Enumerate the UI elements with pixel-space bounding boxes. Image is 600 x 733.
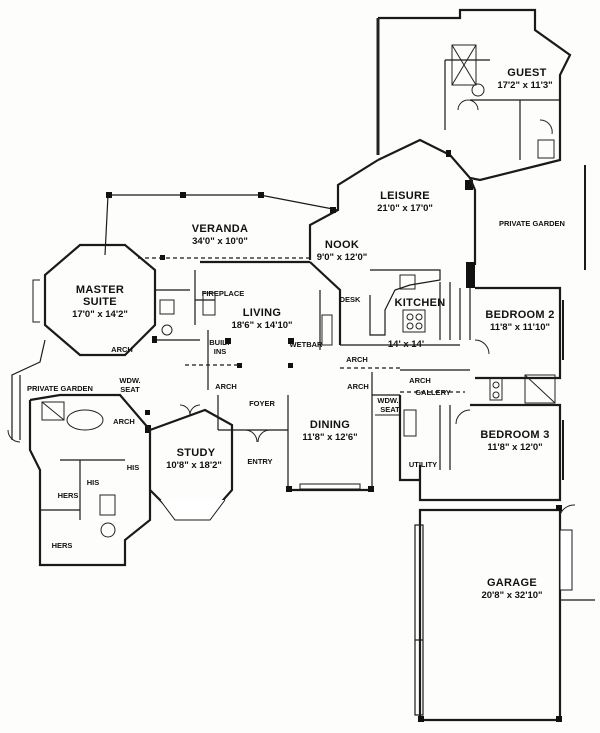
guest-dimensions: 17'2" x 11'3"	[497, 80, 552, 91]
dining-dimensions: 11'8" x 12'6"	[302, 432, 357, 443]
arch-living-label: ARCH	[215, 382, 237, 391]
bedroom2-label: BEDROOM 2	[485, 309, 554, 321]
fireplace-label: FIREPLACE	[202, 289, 245, 298]
arch-nook-label: ARCH	[346, 355, 368, 364]
living-dimensions: 18'6" x 14'10"	[231, 320, 292, 331]
garage-walls	[414, 504, 595, 722]
entry-label: ENTRY	[247, 457, 272, 466]
nook-label: NOOK	[325, 239, 359, 251]
wdw-seat-right-line1: WDW.	[377, 396, 398, 405]
gallery-walls	[371, 369, 470, 490]
kitchen-dimensions: 14' x 14'	[388, 339, 424, 350]
dining-label: DINING	[310, 419, 350, 431]
built-ins-label-line1: BUILT	[209, 338, 231, 347]
wdw-seat-left-line1: WDW.	[119, 376, 140, 385]
wdw-seat-left-line2: SEAT	[120, 385, 140, 394]
study-walls	[145, 404, 234, 521]
study-dimensions: 10'8" x 18'2"	[166, 460, 222, 471]
wetbar-label: WETBAR	[290, 340, 323, 349]
guest-suite-walls	[377, 8, 572, 190]
leisure-label: LEISURE	[380, 190, 430, 202]
bedroom2-walls	[459, 286, 564, 404]
leisure-walls	[308, 18, 586, 270]
his-label-2: HIS	[87, 478, 100, 487]
kitchen-walls	[309, 261, 475, 369]
leisure-dimensions: 21'0" x 17'0"	[377, 203, 433, 214]
gallery-label: GALLERY	[415, 388, 451, 397]
master-label-line1: MASTER	[76, 284, 124, 296]
kitchen-label: KITCHEN	[395, 297, 446, 309]
garage-dimensions: 20'8" x 32'10"	[481, 590, 542, 601]
arch-dining-label: ARCH	[347, 382, 369, 391]
foyer-label: FOYER	[249, 399, 275, 408]
bedroom2-dimensions: 11'8" x 11'10"	[490, 322, 550, 333]
veranda-label: VERANDA	[192, 223, 249, 235]
hers-label-1: HERS	[58, 491, 79, 500]
hers-label-2: HERS	[52, 541, 73, 550]
desk-label: DESK	[340, 295, 361, 304]
master-suite-walls	[32, 243, 200, 357]
nook-dimensions: 9'0" x 12'0"	[317, 252, 368, 263]
built-ins-label-line2: INS	[214, 347, 227, 356]
guest-label: GUEST	[507, 67, 546, 79]
garage-label: GARAGE	[487, 577, 537, 589]
veranda-dimensions: 34'0" x 10'0"	[192, 236, 248, 247]
private-garden-right-label: PRIVATE GARDEN	[499, 219, 565, 228]
wdw-seat-right-line2: SEAT	[380, 405, 400, 414]
arch-gallery-label: ARCH	[409, 376, 431, 385]
his-label-1: HIS	[127, 463, 140, 472]
utility-label: UTILITY	[409, 460, 437, 469]
study-label: STUDY	[177, 447, 216, 459]
living-label: LIVING	[243, 307, 281, 319]
bedroom3-label: BEDROOM 3	[480, 429, 549, 441]
arch-master-label: ARCH	[111, 345, 133, 354]
veranda-walls	[104, 192, 339, 260]
arch-bath-label: ARCH	[113, 417, 135, 426]
master-bath-walls	[7, 339, 152, 567]
bedroom3-walls	[418, 403, 564, 502]
bedroom3-dimensions: 11'8" x 12'0"	[487, 442, 542, 453]
master-label-line2: SUITE	[83, 296, 117, 308]
master-dimensions: 17'0" x 14'2"	[72, 309, 128, 320]
private-garden-left-label: PRIVATE GARDEN	[27, 384, 93, 393]
dining-walls	[286, 483, 374, 492]
living-walls	[185, 260, 333, 490]
